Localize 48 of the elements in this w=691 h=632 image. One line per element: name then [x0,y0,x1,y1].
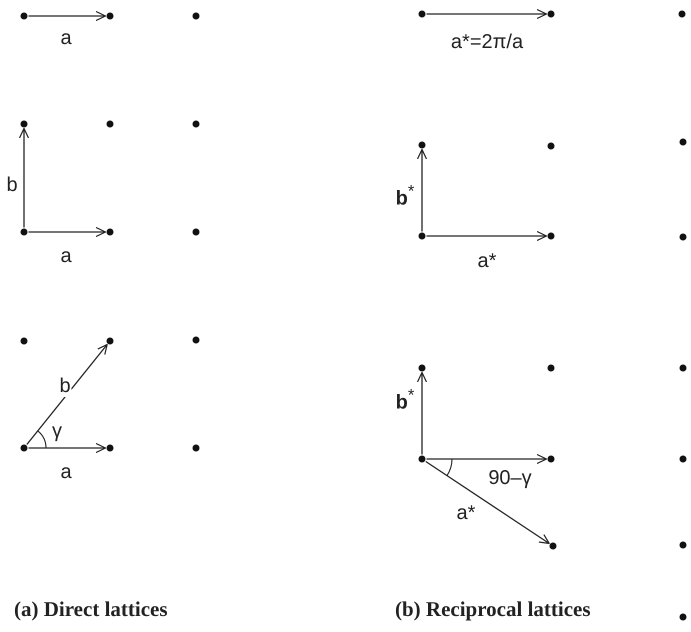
lattice-point [20,228,28,236]
lattice-point [192,444,200,452]
lattice-point [418,232,426,240]
vector-label: b [58,375,72,397]
lattice-point [548,232,554,240]
lattice-point [550,542,556,550]
lattice-point [418,142,426,148]
lattice-point [680,542,686,548]
vector-arrow [426,454,548,464]
lattice-point [548,364,554,372]
vector-arrow [416,148,428,232]
vector-arrow [26,344,108,445]
lattice-point [418,364,426,372]
lattice-point [106,444,114,452]
lattice-point [106,12,114,20]
lattice-point [548,456,554,462]
lattice-point [548,10,554,18]
lattice-point [418,456,426,462]
vector-arrow [426,8,548,20]
vector-arrow [28,10,106,22]
lattice-point [548,142,554,150]
vector-arrow [426,230,548,242]
lattice-point [192,336,200,344]
lattice-point [678,10,686,18]
lattice-point [192,120,200,128]
vector-arrow [28,226,106,238]
lattice-point [680,614,686,620]
lattice-point [106,120,114,128]
lattice-point [680,456,686,462]
vector-arrow [416,372,428,454]
lattice-point [106,338,114,344]
angle-label: 90–γ [487,467,533,489]
lattice-point [418,10,426,18]
lattice-point [106,228,114,236]
lattice-point [192,228,200,236]
lattice-point [192,12,200,20]
lattice-point [680,138,686,146]
lattice-point [20,12,28,20]
lattice-point [680,364,686,372]
vector-arrow [28,442,106,454]
panel-caption: (a) Direct lattices [14,597,168,622]
lattice-point [20,338,28,344]
vector-arrow [425,460,550,544]
lattice-point [20,120,28,128]
vector-arrow [18,128,30,228]
lattice-point [20,444,28,452]
panel-caption: (b) Reciprocal lattices [395,597,591,622]
lattice-point [680,234,686,240]
